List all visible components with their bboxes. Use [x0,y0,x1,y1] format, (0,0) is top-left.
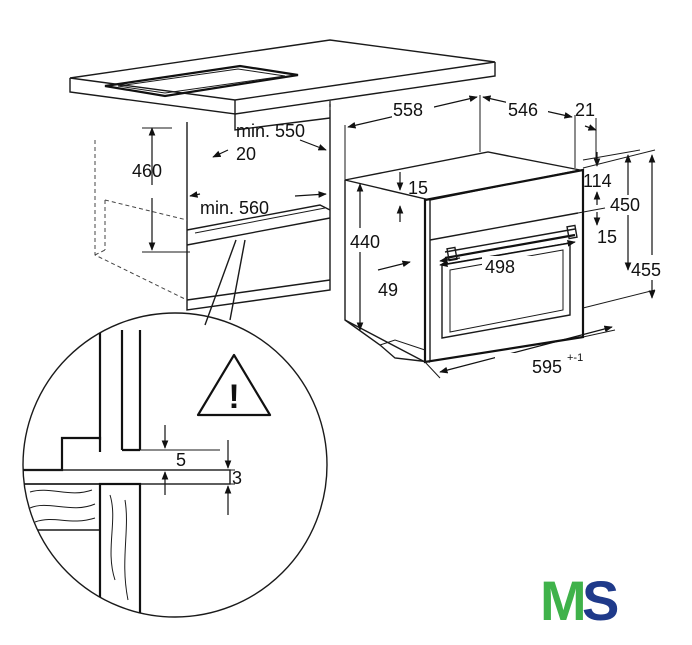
logo-letter-m: M [540,569,587,632]
label-455: 455 [631,260,661,280]
dimension-15-top: 15 [396,172,428,222]
dimension-114: 114 [582,149,641,205]
ms-logo: M S [540,569,619,632]
detail-content [23,330,235,617]
label-114: 114 [583,171,612,191]
label-460: 460 [132,161,162,181]
label-21: 21 [575,100,595,120]
dimension-498: 498 [439,239,576,278]
detail-callout [204,239,246,326]
dimension-49: 49 [377,256,461,300]
dimension-21: 21 [575,100,597,160]
dimension-20: 20 [212,144,256,164]
label-450: 450 [610,195,640,215]
cabinet-niche [94,100,331,311]
label-15-top: 15 [408,178,428,198]
label-3: 3 [232,468,242,488]
dimension-450: 450 [610,154,640,271]
dimension-min-550: min. 550 [236,121,327,151]
warning-icon: ! [196,353,272,417]
label-558: 558 [393,100,423,120]
dimension-15-right: 15 [577,207,617,247]
label-20: 20 [236,144,256,164]
dimension-455: 455 [582,149,661,309]
label-498: 498 [485,257,515,277]
dimension-460: 460 [132,127,190,253]
logo-letter-s: S [582,569,619,632]
label-5: 5 [176,450,186,470]
label-49: 49 [378,280,398,300]
hob [104,64,299,98]
dimension-595: 595 +-1 [424,325,616,379]
dimension-558: 558 [344,95,481,180]
label-595-tolerance: +-1 [567,352,583,364]
label-min-560: min. 560 [200,198,269,218]
dimension-min-560: min. 560 [189,191,327,218]
label-595: 595 [532,357,562,377]
dimension-440: 440 [350,183,380,331]
label-min-550: min. 550 [236,121,305,141]
label-15-right: 15 [597,227,617,247]
oven [344,151,585,364]
dimension-546: 546 [482,95,576,168]
label-546: 546 [508,100,538,120]
detail-circle [22,312,328,618]
warning-symbol: ! [228,378,239,416]
label-440: 440 [350,232,380,252]
